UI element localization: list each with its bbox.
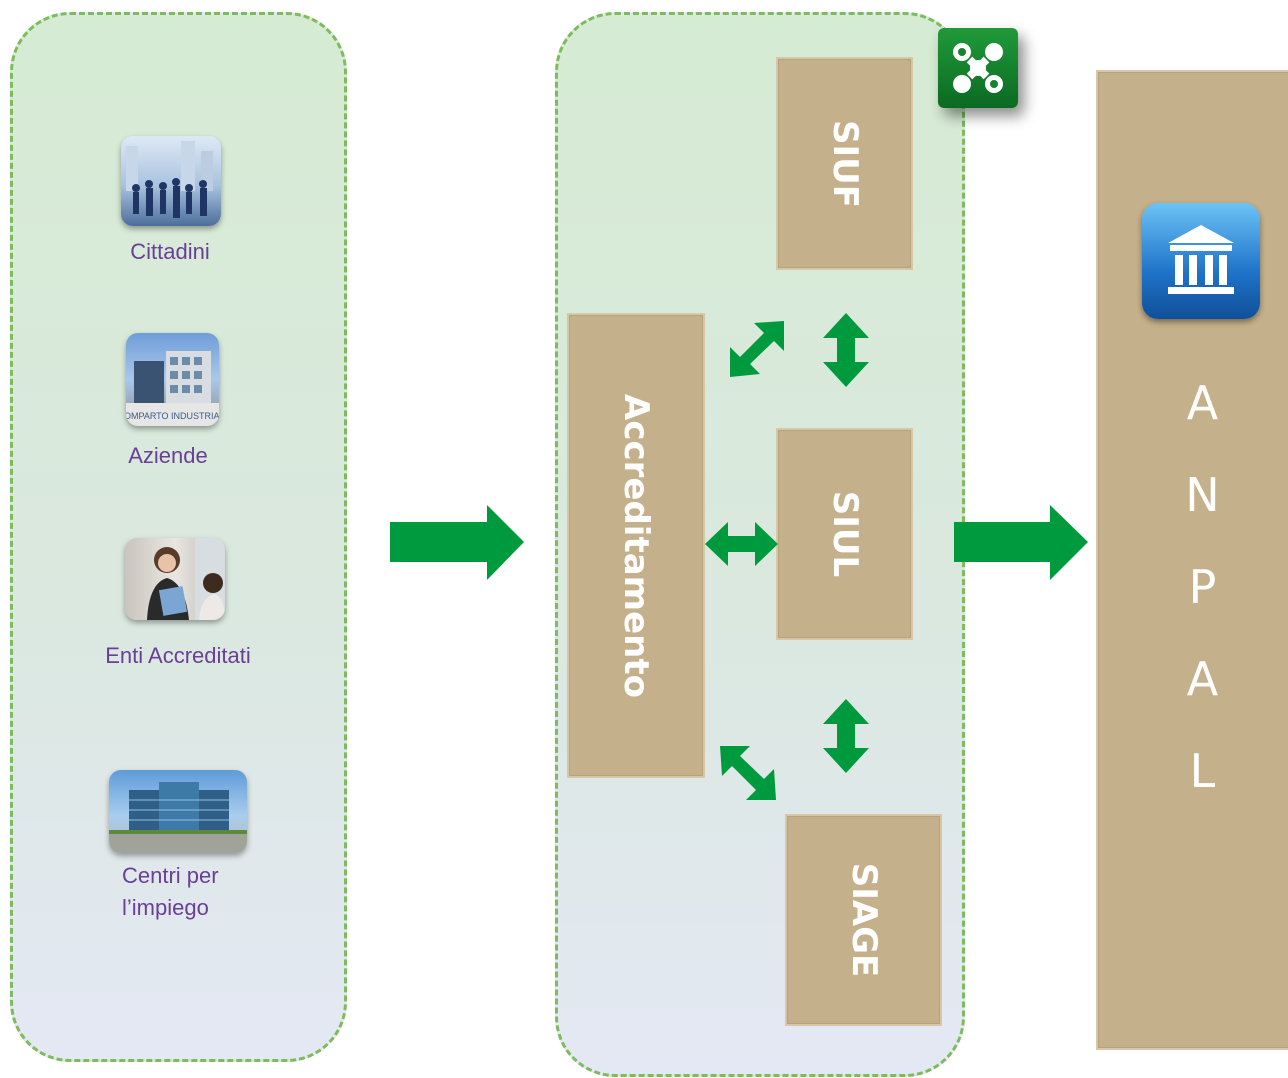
siuf-box: SIUF bbox=[776, 57, 913, 270]
institution-icon bbox=[1142, 203, 1260, 319]
anpal-letter-l: L bbox=[1189, 744, 1216, 798]
flow-arrow-systems-to-anpal bbox=[954, 505, 1088, 580]
aziende-image: COMPARTO INDUSTRIALE bbox=[126, 333, 219, 426]
enti-accreditati-image bbox=[125, 538, 225, 620]
centri-impiego-image bbox=[109, 770, 247, 853]
anpal-letter-p: P bbox=[1188, 560, 1217, 614]
cittadini-label: Cittadini bbox=[130, 239, 210, 264]
anpal-letter-a2: A bbox=[1186, 652, 1219, 706]
flow-arrow-actors-to-systems bbox=[390, 505, 524, 580]
arrow-accreditamento-siul bbox=[705, 522, 778, 566]
siage-box: SIAGE bbox=[785, 814, 942, 1026]
siul-box: SIUL bbox=[776, 428, 913, 640]
arrow-accreditamento-siuf bbox=[730, 321, 784, 377]
enti-accreditati-label: Enti Accreditati bbox=[105, 643, 251, 668]
arrow-siul-siage bbox=[823, 699, 869, 773]
aziende-label: Aziende bbox=[128, 443, 208, 468]
cittadini-image bbox=[121, 136, 221, 226]
accreditamento-box: Accreditamento bbox=[567, 313, 705, 778]
anpal-letter-a1: A bbox=[1186, 376, 1219, 430]
aziende-photo-caption: COMPARTO INDUSTRIALE bbox=[126, 411, 219, 421]
arrow-accreditamento-siage bbox=[720, 746, 776, 800]
regione-logo-icon bbox=[938, 28, 1018, 108]
anpal-letter-n: N bbox=[1185, 468, 1220, 522]
arrow-siuf-siul bbox=[823, 313, 869, 387]
